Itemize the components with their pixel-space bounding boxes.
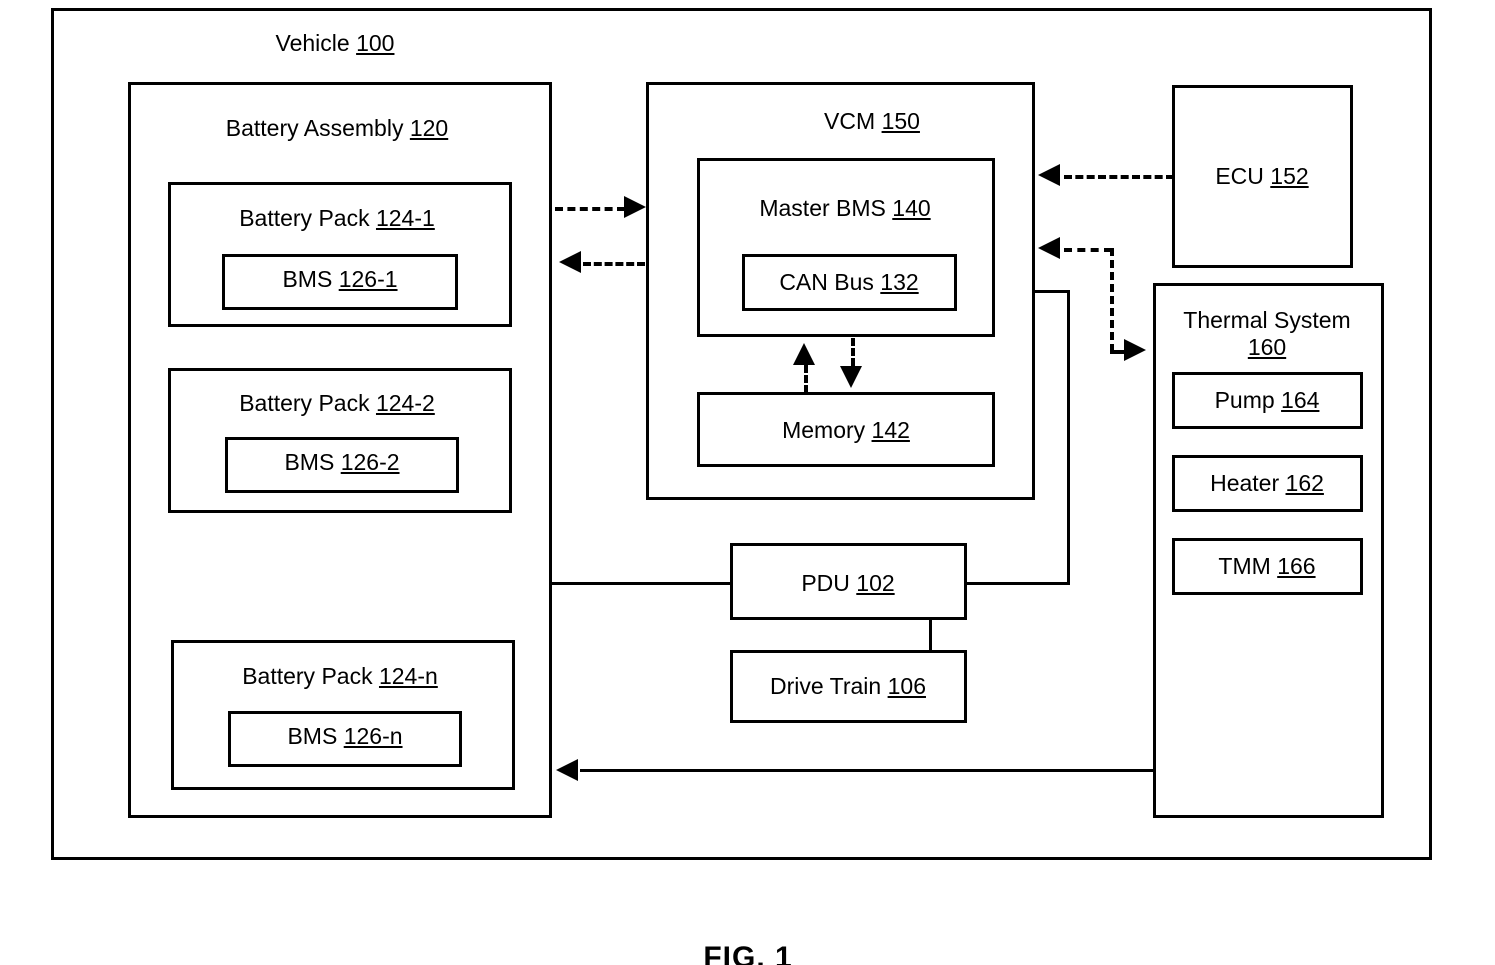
vehicle-title: Vehicle 100	[276, 30, 395, 57]
vcm-title: VCM 150	[824, 108, 920, 135]
heater-title: Heater 162	[1210, 470, 1324, 497]
tmm-title: TMM 166	[1218, 553, 1315, 580]
conn-memory-to-master-bms-line	[804, 365, 808, 393]
conn-thermal-to-vcm-v	[1110, 248, 1114, 352]
battery-pack-2-title: Battery Pack 124-2	[239, 390, 435, 417]
drive-train-box	[730, 650, 967, 723]
bms-n-num: 126-n	[343, 723, 403, 749]
conn-memory-to-master-bms-arrowhead	[793, 343, 815, 365]
ecu-label: ECU	[1215, 163, 1264, 189]
pump-title: Pump 164	[1215, 387, 1320, 414]
battery-pack-n-label: Battery Pack	[242, 663, 373, 689]
battery-assembly-title-text: Battery Assembly	[225, 115, 404, 141]
thermal-system-label: Thermal System	[1183, 307, 1351, 333]
drive-train-num: 106	[887, 673, 926, 699]
vcm-title-num: 150	[881, 108, 920, 134]
battery-pack-n-num: 124-n	[378, 663, 438, 689]
pdu-title: PDU 102	[801, 570, 894, 597]
can-bus-num: 132	[880, 269, 919, 295]
tmm-box	[1172, 538, 1363, 595]
conn-thermal-to-battery-line	[580, 769, 1155, 772]
pump-box	[1172, 372, 1363, 429]
conn-pdu-to-drive-train-line	[929, 618, 932, 652]
conn-ecu-to-vcm-line	[1064, 175, 1174, 179]
pdu-num: 102	[856, 570, 895, 596]
bms-2-num: 126-2	[340, 449, 400, 475]
thermal-system-title: Thermal System 160	[1183, 307, 1350, 361]
conn-vcm-to-battery-arrowhead	[559, 251, 581, 273]
heater-box	[1172, 455, 1363, 512]
drive-train-label: Drive Train	[770, 673, 882, 699]
memory-title: Memory 142	[782, 417, 910, 444]
vehicle-title-num: 100	[356, 30, 395, 56]
pdu-label: PDU	[801, 570, 850, 596]
memory-box	[697, 392, 995, 467]
conn-battery-to-pdu-line	[552, 582, 732, 585]
conn-battery-to-vcm-line	[555, 207, 625, 211]
battery-pack-1-label: Battery Pack	[239, 205, 370, 231]
master-bms-num: 140	[892, 195, 931, 221]
bms-n-title: BMS 126-n	[287, 723, 402, 750]
conn-ecu-to-vcm-arrowhead	[1038, 164, 1060, 186]
tmm-label: TMM	[1218, 553, 1271, 579]
conn-vcm-to-thermal-h2	[1110, 350, 1124, 354]
bms-2-title: BMS 126-2	[284, 449, 399, 476]
battery-pack-n-title: Battery Pack 124-n	[242, 663, 438, 690]
pump-label: Pump	[1214, 387, 1275, 413]
bms-1-box	[222, 254, 458, 310]
heater-num: 162	[1285, 470, 1324, 496]
conn-vcm-to-thermal-arrowhead	[1124, 339, 1146, 361]
bms-2-label: BMS	[284, 449, 335, 475]
memory-num: 142	[871, 417, 910, 443]
bms-1-label: BMS	[282, 266, 333, 292]
battery-pack-2-num: 124-2	[375, 390, 435, 416]
conn-battery-to-vcm-arrowhead	[624, 196, 646, 218]
pump-num: 164	[1281, 387, 1320, 413]
master-bms-title: Master BMS 140	[759, 195, 930, 222]
heater-label: Heater	[1210, 470, 1280, 496]
battery-pack-2-label: Battery Pack	[239, 390, 370, 416]
drive-train-title: Drive Train 106	[770, 673, 926, 700]
can-bus-title: CAN Bus 132	[779, 269, 918, 296]
thermal-system-num: 160	[1247, 334, 1287, 361]
conn-vcm-to-battery-line	[583, 262, 645, 266]
bms-1-title: BMS 126-1	[282, 266, 397, 293]
conn-master-bms-to-memory-arrowhead	[840, 366, 862, 388]
conn-vcm-right-stub	[1032, 290, 1070, 293]
memory-label: Memory	[782, 417, 866, 443]
ecu-num: 152	[1270, 163, 1309, 189]
vcm-title-text: VCM	[824, 108, 876, 134]
battery-assembly-title: Battery Assembly 120	[226, 115, 448, 142]
figure-caption: FIG. 1	[703, 941, 793, 965]
bms-n-box	[228, 711, 462, 767]
bms-n-label: BMS	[287, 723, 338, 749]
battery-pack-1-num: 124-1	[375, 205, 435, 231]
tmm-num: 166	[1277, 553, 1316, 579]
battery-pack-1-title: Battery Pack 124-1	[239, 205, 435, 232]
conn-thermal-to-vcm-arrowhead	[1038, 237, 1060, 259]
pdu-box	[730, 543, 967, 620]
conn-pdu-to-vcm-v	[1067, 290, 1070, 585]
conn-thermal-to-battery-arrowhead	[556, 759, 578, 781]
conn-master-bms-to-memory-line	[851, 338, 855, 366]
vehicle-title-text: Vehicle	[275, 30, 350, 56]
can-bus-box	[742, 254, 957, 311]
conn-pdu-to-vcm-h	[965, 582, 1070, 585]
master-bms-label: Master BMS	[759, 195, 886, 221]
battery-assembly-title-num: 120	[409, 115, 449, 141]
bms-2-box	[225, 437, 459, 493]
bms-1-num: 126-1	[338, 266, 398, 292]
ecu-title: ECU 152	[1215, 163, 1308, 190]
conn-thermal-to-vcm-h1	[1064, 248, 1112, 252]
can-bus-label: CAN Bus	[779, 269, 874, 295]
